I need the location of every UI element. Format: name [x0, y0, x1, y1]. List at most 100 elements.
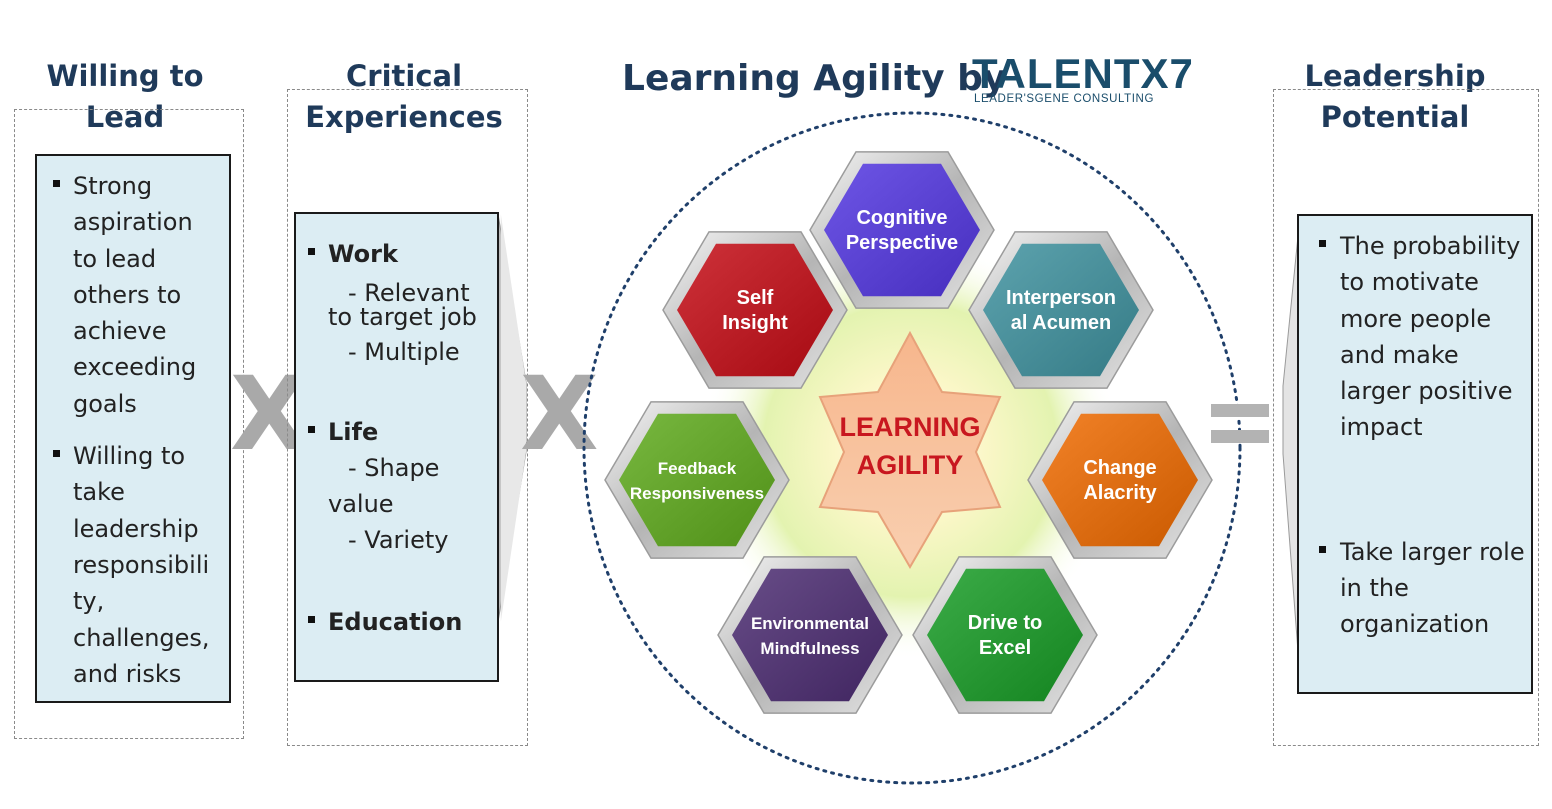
bullet-line: Willing to	[73, 442, 186, 471]
life-sub-value: value	[328, 490, 394, 518]
hexagon-label-line2: Responsiveness	[630, 484, 764, 503]
bullet-line: ty,	[73, 587, 105, 616]
potential-bullets: The probability to motivate more people …	[1319, 228, 1525, 643]
bullet-square-icon	[308, 426, 315, 433]
life-item: Life	[308, 414, 477, 450]
bullet-square-icon	[53, 180, 60, 187]
bullet-square-icon	[308, 248, 315, 255]
equals-operator-bar2	[1211, 430, 1269, 443]
willing-box: Strong aspiration to lead others to achi…	[35, 154, 231, 703]
potential-bullet-1: The probability to motivate more people …	[1319, 228, 1525, 446]
critical-list: Work - Relevant to target job - Multiple…	[308, 236, 477, 640]
hexagon-interpersonal: Interperson al Acumen	[968, 231, 1154, 389]
willing-bullet-1: Strong aspiration to lead others to achi…	[53, 168, 210, 422]
work-sub-relevant: - Relevant	[348, 279, 470, 307]
bullet-line: The probability	[1340, 232, 1521, 260]
willing-bullets: Strong aspiration to lead others to achi…	[53, 168, 210, 692]
potential-dashed-frame	[1273, 89, 1539, 746]
potential-title: Leadership Potential	[1285, 56, 1505, 138]
willing-title-line1: Willing to	[46, 59, 204, 93]
bullet-line: in the	[1340, 574, 1409, 603]
bullet-line: and risks	[73, 659, 182, 688]
hexagon-label-line2: Insight	[722, 312, 788, 334]
willing-bullet-2: Willing to take leadership responsibili …	[53, 438, 210, 692]
bullet-line: others to	[73, 280, 182, 309]
hexagon-label-line1: Self	[737, 287, 774, 309]
work-sub-target: to target job	[328, 303, 477, 331]
bullet-line: responsibili	[73, 550, 210, 579]
work-label: Work	[328, 240, 398, 268]
logo: TALENTX7	[972, 50, 1194, 97]
bullet-line: achieve	[73, 317, 167, 346]
hexagon-label-line1: Interperson	[1006, 287, 1116, 309]
bullet-square-icon	[53, 450, 60, 458]
critical-title: Critical Experiences	[290, 56, 518, 138]
life-sub-variety: - Variety	[348, 526, 449, 554]
hexagon-label-line1: Drive to	[968, 612, 1042, 634]
hexagon-fill	[983, 243, 1139, 377]
hexagon-fill	[677, 243, 833, 377]
equals-operator	[1211, 404, 1269, 417]
critical-title-line1: Critical	[345, 59, 463, 93]
bullet-square-icon	[308, 616, 315, 623]
learning-agility-diagram: LEARNING AGILITY CognitivePerspectiveSel…	[582, 111, 1242, 785]
bullet-line: more people	[1340, 304, 1492, 333]
bullet-line: to lead	[73, 244, 157, 273]
bullet-line: impact	[1340, 413, 1423, 442]
potential-bullet-2: Take larger role in the organization	[1319, 534, 1525, 643]
work-item: Work	[308, 236, 477, 272]
hexagon-fill	[619, 413, 775, 547]
critical-title-line2: Experiences	[305, 100, 503, 134]
hexagon-label-line2: Alacrity	[1083, 482, 1157, 504]
willing-title-line2: Lead	[85, 100, 165, 134]
bullet-line: organization	[1340, 610, 1490, 639]
center-label-line1: LEARNING	[840, 412, 981, 442]
hexagon-label-line1: Environmental	[751, 614, 869, 633]
page-title: Learning Agility by	[622, 58, 1007, 99]
work-sub-multiple: - Multiple	[348, 338, 460, 366]
bullet-line: larger positive	[1340, 377, 1513, 406]
hexagon-label-line1: Cognitive	[856, 207, 947, 229]
hexagon-label-line1: Feedback	[658, 459, 737, 478]
hexagon-label-line2: al Acumen	[1011, 312, 1111, 334]
bullet-line: aspiration	[73, 208, 193, 237]
bullet-line: take	[73, 478, 125, 507]
hexagon-label-line2: Mindfulness	[760, 639, 859, 658]
potential-title-line2: Potential	[1320, 100, 1470, 134]
willing-dashed-frame	[14, 109, 244, 739]
center-label-line2: AGILITY	[857, 450, 964, 480]
life-sub-shape: - Shape	[348, 454, 440, 482]
dotted-circle	[582, 111, 1242, 785]
critical-box: Work - Relevant to target job - Multiple…	[294, 212, 499, 682]
bullet-square-icon	[1319, 545, 1326, 553]
bullet-line: challenges,	[73, 623, 210, 652]
hexagon-fill	[732, 568, 888, 702]
bullet-line: Take larger role	[1340, 537, 1525, 566]
critical-dashed-frame	[287, 89, 528, 746]
education-item: Education	[308, 604, 477, 640]
bullet-square-icon	[1319, 240, 1326, 247]
center-star	[818, 330, 1002, 569]
hexagon-label-line2: Perspective	[846, 232, 958, 254]
hexagon-fill	[927, 568, 1083, 702]
life-label: Life	[328, 418, 379, 446]
potential-title-line1: Leadership	[1304, 59, 1486, 93]
bullet-line: Strong	[73, 172, 153, 200]
hexagon-fill	[824, 163, 980, 297]
logo-subtitle: LEADER'SGENE CONSULTING	[974, 93, 1155, 105]
bullet-line: exceeding	[73, 353, 197, 382]
potential-box: The probability to motivate more people …	[1297, 214, 1533, 694]
bullet-line: and make	[1340, 340, 1459, 369]
hexagon-label-line2: Excel	[979, 637, 1031, 659]
willing-title: Willing to Lead	[20, 56, 230, 138]
education-label: Education	[328, 608, 463, 636]
bullet-line: goals	[73, 389, 137, 418]
hexagon-fill	[1042, 413, 1198, 547]
hexagon-drive: Drive to Excel	[912, 556, 1098, 714]
hexagon-label-line1: Change	[1083, 457, 1156, 479]
